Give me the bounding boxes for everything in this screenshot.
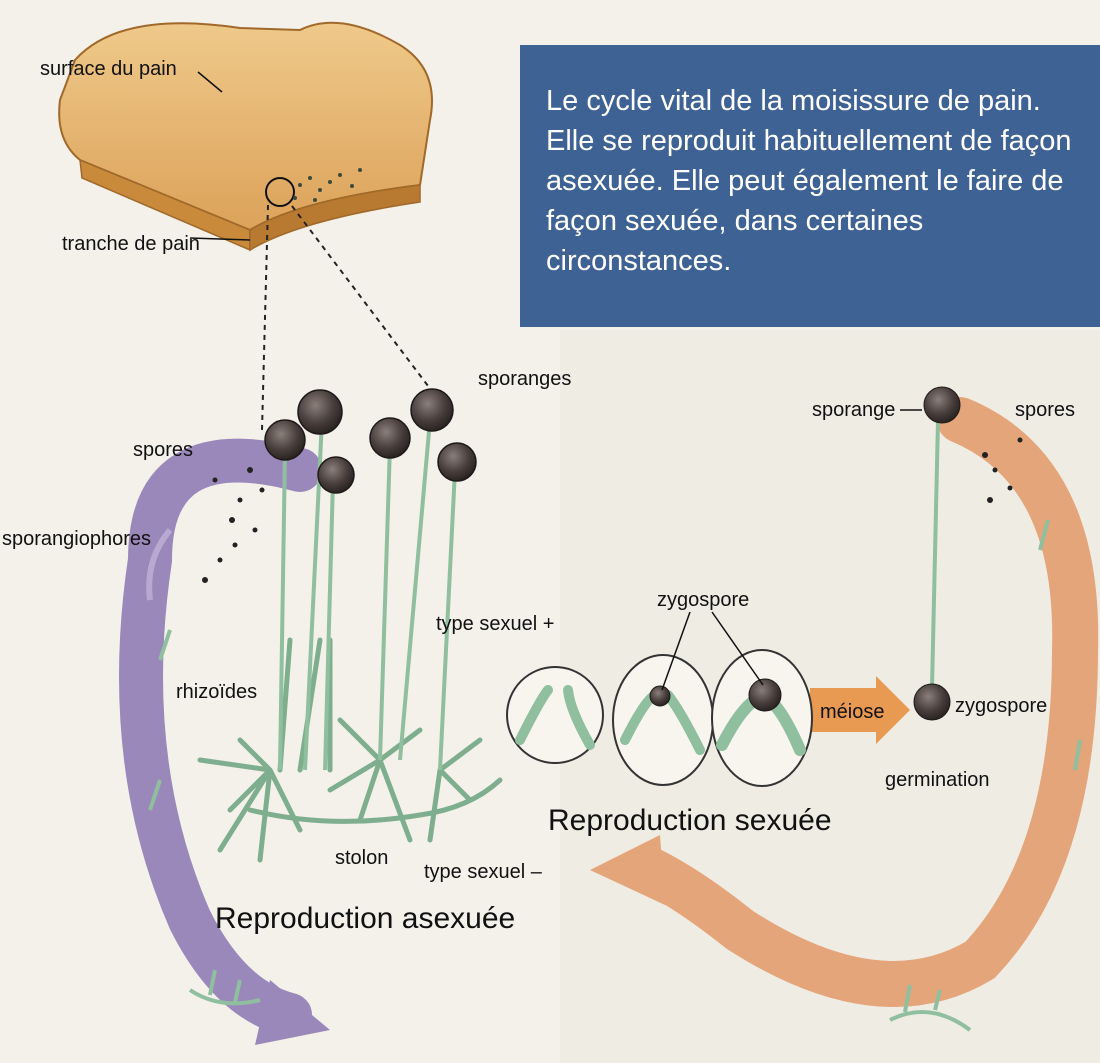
sporangium-head-right xyxy=(924,387,960,423)
sporangium-head xyxy=(411,389,453,431)
zygospore-right-body xyxy=(914,684,950,720)
caption-text: Le cycle vital de la moisissure de pain.… xyxy=(546,81,1078,281)
conjugation-stage-3 xyxy=(712,650,812,786)
label-stolon: stolon xyxy=(335,847,388,869)
conjugation-stage-2 xyxy=(613,655,713,785)
label-spores-right: spores xyxy=(1015,399,1075,421)
caption-callout-box: Le cycle vital de la moisissure de pain.… xyxy=(520,45,1100,327)
label-rhizoids: rhizoïdes xyxy=(176,681,257,703)
label-mating-minus: type sexuel – xyxy=(424,861,543,883)
label-spores-left: spores xyxy=(133,439,193,461)
label-bread-slice: tranche de pain xyxy=(62,233,200,255)
label-germination: germination xyxy=(885,769,990,791)
sporangium-head xyxy=(265,420,305,460)
conjugation-stage-1 xyxy=(507,667,603,763)
label-zygospore-top: zygospore xyxy=(657,589,749,611)
label-mating-plus: type sexuel + xyxy=(436,613,554,635)
label-sporangium: sporange xyxy=(812,399,895,421)
label-sporangia: sporanges xyxy=(478,368,571,390)
sporangium-head xyxy=(370,418,410,458)
heading-sexual-reproduction: Reproduction sexuée xyxy=(548,804,832,837)
label-zygospore-right: zygospore xyxy=(955,695,1047,717)
heading-asexual-reproduction: Reproduction asexuée xyxy=(215,902,515,935)
sporangium-head xyxy=(298,390,342,434)
label-sporangiophores: sporangiophores xyxy=(2,528,151,550)
label-meiosis: méiose xyxy=(820,701,884,723)
label-bread-surface: surface du pain xyxy=(40,58,177,80)
sporangium-head xyxy=(318,457,354,493)
sporangium-head xyxy=(438,443,476,481)
